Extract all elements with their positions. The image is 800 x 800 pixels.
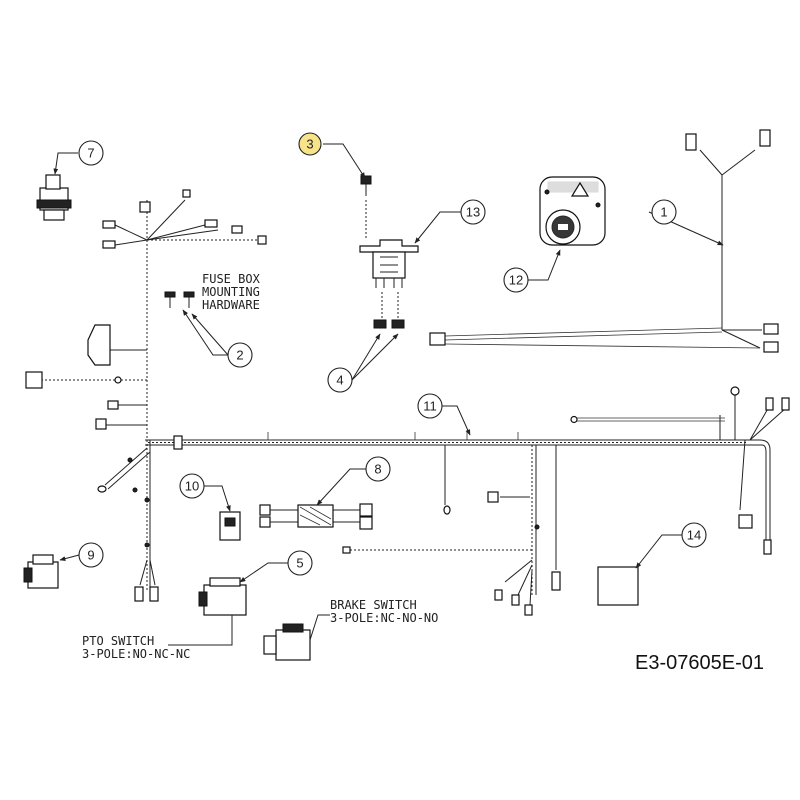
brake-switch-label-line-2: 3-POLE:NC-NO-NO [330,611,438,625]
switch-part-7 [36,174,72,221]
svg-text:12: 12 [509,273,523,288]
svg-text:9: 9 [87,548,94,563]
svg-text:13: 13 [466,205,480,220]
callout-4: 4 [327,367,353,393]
callout-9: 9 [78,542,104,568]
svg-text:1: 1 [660,205,667,220]
callout-14: 14 [681,522,707,548]
callout-7: 7 [78,140,104,166]
pto-switch-label-line-1: PTO SWITCH [82,634,154,648]
svg-text:8: 8 [374,462,381,477]
fuse-holder-part-13 [359,175,419,329]
svg-text:3: 3 [306,137,313,152]
fuse-box-label-line-2: MOUNTING [202,285,260,299]
pto-switch-label: PTO SWITCH 3-POLE:NO-NC-NC [82,634,190,661]
svg-text:5: 5 [296,556,303,571]
ignition-switch-part-12 [539,176,606,246]
right-branches [342,386,790,616]
drawing-number: E3-07605E-01 [635,652,764,674]
callout-8: 8 [365,456,391,482]
svg-text:10: 10 [185,479,199,494]
callouts: 1 2 3 4 5 7 8 9 10 11 12 13 14 [53,132,724,583]
fuse-box-label: FUSE BOX MOUNTING HARDWARE [202,272,261,312]
callout-10: 10 [179,473,205,499]
svg-text:2: 2 [236,348,243,363]
fuse-box-label-line-3: HARDWARE [202,298,260,312]
svg-text:7: 7 [87,146,94,161]
callout-1: 1 [651,199,677,225]
harness-part-1 [429,129,779,353]
svg-text:4: 4 [336,373,343,388]
svg-text:11: 11 [423,399,437,414]
callout-11: 11 [417,393,443,419]
svg-text:14: 14 [687,528,701,543]
brake-switch-label-line-1: BRAKE SWITCH [330,598,417,612]
top-left-branches [25,189,267,602]
fuse-link-part-8 [259,503,373,530]
fuse-box-hardware-part-2 [164,291,195,308]
module-part-14 [597,566,639,606]
switch-part-9 [23,554,59,589]
callout-5: 5 [287,550,313,576]
callout-2: 2 [227,342,253,368]
brake-switch-label: BRAKE SWITCH 3-POLE:NC-NO-NO [330,598,438,625]
callout-3: 3 [298,132,322,156]
pto-switch-label-line-2: 3-POLE:NO-NC-NC [82,647,190,661]
callout-12: 12 [503,267,529,293]
fuse-box-label-line-1: FUSE BOX [202,272,261,286]
brake-switch [263,614,330,661]
callout-13: 13 [460,199,486,225]
pto-switch-part-5 [168,577,247,646]
relay-part-10 [219,511,241,541]
